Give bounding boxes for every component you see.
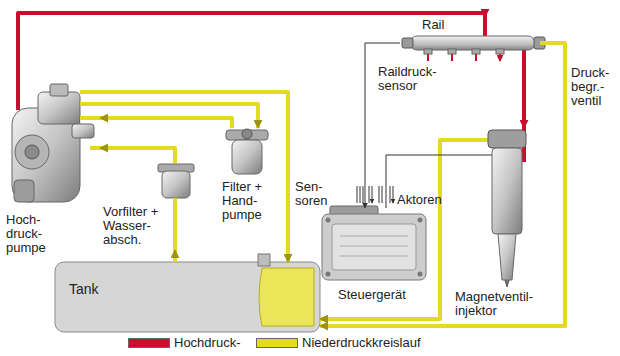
fuel-line bbox=[100, 104, 258, 128]
pump-box: Hoch- druck- pumpe bbox=[4, 85, 100, 261]
prefilter bbox=[158, 164, 194, 250]
high-pressure-pump bbox=[38, 92, 80, 124]
control-unit bbox=[418, 218, 423, 223]
component-label: Tank bbox=[69, 282, 149, 296]
signal-wire bbox=[386, 155, 455, 208]
sensor-label: Raildruck- sensor bbox=[378, 65, 450, 93]
injector bbox=[455, 138, 490, 142]
component-label: Vorfilter + Wasser- absch. bbox=[103, 205, 167, 247]
tank-body bbox=[55, 254, 320, 332]
rail bbox=[424, 49, 432, 54]
legend-item: Hochdruck- bbox=[128, 336, 240, 350]
high-pressure-pump bbox=[15, 135, 49, 169]
fuel-line bbox=[100, 118, 232, 128]
fuel-filter bbox=[242, 129, 252, 139]
fuel-filter bbox=[232, 140, 262, 174]
fuel-filter bbox=[226, 130, 268, 140]
rail bbox=[402, 17, 556, 61]
control-unit bbox=[326, 272, 331, 277]
injector bbox=[498, 234, 516, 280]
fuel-line bbox=[522, 56, 526, 128]
control-unit-box: Steuergerät bbox=[318, 208, 433, 306]
fuel-line bbox=[320, 43, 565, 326]
high-pressure-pump bbox=[80, 92, 100, 148]
legend-swatch bbox=[256, 338, 298, 348]
valve-label: Druck- begr.- ventil bbox=[571, 66, 617, 108]
actuator-group-label: Aktoren bbox=[397, 193, 449, 207]
component-label: Rail bbox=[422, 18, 462, 32]
injector bbox=[488, 130, 526, 148]
prefilter bbox=[162, 171, 190, 198]
legend-item: Niederdruckkreislauf bbox=[256, 336, 421, 350]
legend-swatch bbox=[128, 338, 170, 348]
high-pressure-pump bbox=[25, 145, 39, 159]
control-unit bbox=[322, 214, 426, 280]
control-unit bbox=[418, 272, 423, 277]
rail bbox=[483, 17, 487, 37]
rail bbox=[410, 36, 535, 50]
tank-body bbox=[259, 268, 314, 326]
high-pressure-pump bbox=[50, 84, 68, 96]
component-label: Magnetventil- injektor bbox=[455, 290, 549, 318]
control-unit bbox=[326, 218, 331, 223]
prefilter-box: Vorfilter + Wasser- absch. bbox=[103, 163, 198, 250]
injector bbox=[505, 280, 509, 287]
rail bbox=[402, 38, 413, 48]
injector-box: Magnetventil- injektor bbox=[455, 128, 555, 324]
injector bbox=[455, 128, 526, 287]
control-unit bbox=[332, 224, 416, 270]
fuel-line bbox=[320, 140, 455, 319]
injector bbox=[455, 155, 492, 156]
high-pressure-pump bbox=[16, 85, 20, 110]
legend-text: Niederdruckkreislauf bbox=[302, 336, 421, 350]
injector bbox=[492, 148, 522, 234]
rail bbox=[472, 49, 480, 54]
rail-label-box: Rail bbox=[400, 17, 540, 56]
filter-box: Filter + Hand- pumpe bbox=[220, 128, 284, 224]
high-pressure-pump bbox=[14, 180, 34, 202]
control-unit bbox=[340, 236, 408, 256]
rail bbox=[424, 49, 504, 54]
signal-arrows bbox=[357, 186, 393, 203]
fuel-line bbox=[100, 92, 288, 262]
rail bbox=[448, 49, 456, 54]
rail bbox=[496, 49, 504, 54]
high-pressure-pump bbox=[12, 84, 100, 202]
component-label: Filter + Hand- pumpe bbox=[222, 180, 282, 222]
prefilter bbox=[173, 198, 177, 250]
component-label: Steuergerät bbox=[338, 288, 428, 302]
control-unit bbox=[322, 206, 426, 280]
tank-body bbox=[258, 254, 270, 266]
high-pressure-pump bbox=[72, 124, 94, 138]
fuel-line bbox=[173, 250, 177, 262]
tank-body bbox=[55, 262, 320, 332]
sensor-group-label: Sen- soren bbox=[295, 180, 331, 208]
fuel-line bbox=[100, 148, 175, 163]
legend-text: Hochdruck- bbox=[174, 336, 240, 350]
fuel-filter bbox=[226, 129, 268, 174]
component-label: Hoch- druck- pumpe bbox=[6, 213, 50, 255]
tank-box: Tank bbox=[55, 262, 320, 332]
rail bbox=[428, 54, 500, 61]
